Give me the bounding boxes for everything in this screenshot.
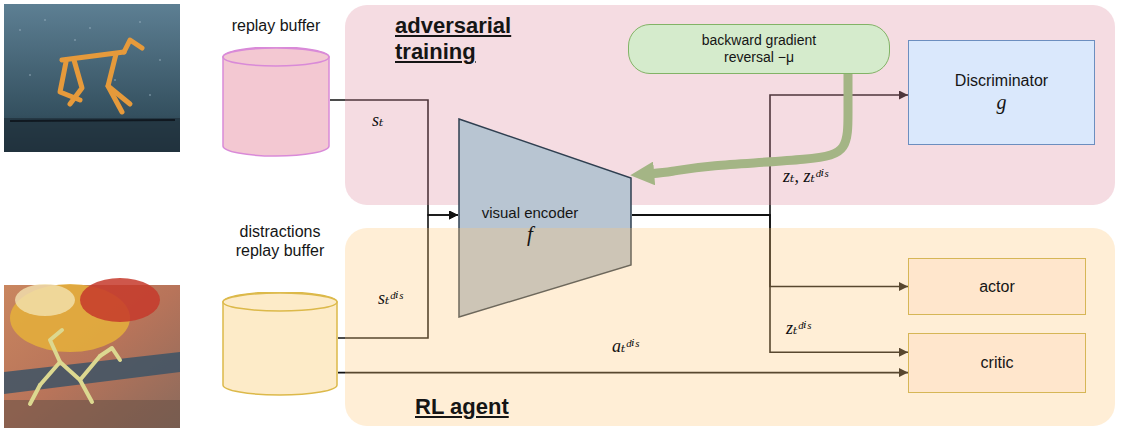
process-box: actor bbox=[908, 258, 1086, 315]
signal-label: sₜ bbox=[372, 110, 383, 132]
cylinder-outline bbox=[223, 47, 329, 156]
cheetah-frame-clean bbox=[4, 4, 180, 152]
buffer-heading: replay buffer bbox=[232, 16, 321, 35]
node-label: critic bbox=[981, 353, 1014, 372]
distraction-bar bbox=[4, 352, 180, 394]
cylinder-body bbox=[222, 47, 330, 157]
storage-cylinder: distractions replay buffer bbox=[222, 222, 338, 396]
scene-background bbox=[4, 4, 180, 152]
cylinder-outline bbox=[223, 292, 337, 395]
process-box: critic bbox=[908, 333, 1086, 393]
note-pill: backward gradient reversal −μ bbox=[628, 24, 890, 74]
signal-label: zₜ, zₜᵈⁱˢ bbox=[783, 166, 828, 188]
scene-speckles bbox=[19, 19, 161, 96]
edge-label-holder: zₜᵈⁱˢ bbox=[786, 318, 810, 340]
signal-label: sₜᵈⁱˢ bbox=[378, 288, 402, 310]
process-box: Discriminatorg bbox=[908, 40, 1095, 145]
node-label: actor bbox=[979, 277, 1015, 296]
scene-floor bbox=[4, 118, 180, 152]
signal-label: aₜᵈⁱˢ bbox=[612, 336, 638, 358]
cylinder-shape bbox=[222, 47, 330, 157]
node-label: visual encoder bbox=[482, 204, 579, 222]
cylinder-rim bbox=[223, 48, 329, 66]
cylinder-rim bbox=[223, 293, 337, 311]
distraction-blob bbox=[15, 284, 75, 316]
edge-label-holder: zₜ, zₜᵈⁱˢ bbox=[783, 166, 828, 188]
cheetah-frame-distracted bbox=[4, 278, 180, 428]
symbol-label: g bbox=[997, 90, 1007, 114]
storage-cylinder: replay buffer bbox=[222, 16, 330, 157]
cylinder-body bbox=[222, 292, 338, 396]
cheetah-figure bbox=[30, 330, 120, 404]
edge-label-holder: aₜᵈⁱˢ bbox=[612, 336, 638, 358]
signal-label: zₜᵈⁱˢ bbox=[786, 318, 810, 340]
floor-line bbox=[10, 120, 175, 121]
node-label: backward gradient reversal −μ bbox=[684, 32, 834, 66]
group-title: RL agent bbox=[415, 394, 509, 420]
cylinder-shape bbox=[222, 292, 338, 396]
group-band: RL agent actor critic bbox=[345, 228, 1115, 426]
symbol-label: f bbox=[527, 222, 533, 247]
buffer-heading: distractions replay buffer bbox=[222, 222, 338, 260]
distraction-blob bbox=[80, 278, 160, 322]
group-title: adversarial training bbox=[395, 13, 565, 66]
edge-label-holder: sₜ bbox=[372, 110, 383, 132]
node-label: Discriminator bbox=[955, 71, 1048, 90]
cheetah-figure bbox=[60, 40, 142, 112]
edge-label-holder: sₜᵈⁱˢ bbox=[378, 288, 402, 310]
